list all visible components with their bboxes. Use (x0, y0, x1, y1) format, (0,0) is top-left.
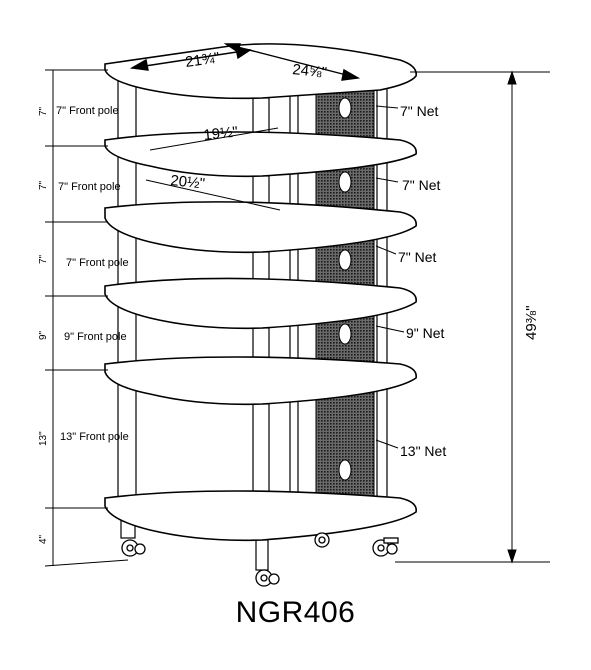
casters (121, 532, 399, 587)
left-height-dimensions (44, 69, 129, 567)
model-name: NGR406 (235, 596, 356, 629)
net-label: 9" Net (406, 325, 445, 341)
vertical-dim-label: 4" (38, 534, 49, 544)
vertical-dim-label: 7" (38, 180, 49, 190)
shelf (104, 356, 417, 406)
shelf (104, 277, 417, 330)
shelf-depth-lower-label: 20½" (170, 172, 206, 193)
leader-lines (375, 105, 405, 449)
left-front-poles (117, 77, 137, 539)
front-pole-label: 7" Front pole (58, 181, 121, 193)
front-pole-label: 7" Front pole (66, 257, 129, 269)
front-pole-label: 7" Front pole (56, 105, 119, 117)
shelf (104, 131, 417, 178)
mesh-panel (315, 389, 375, 509)
front-pole-label: 13" Front pole (60, 431, 129, 443)
vertical-dim-labels: 7" 7" 7" 9" 13" 4" (38, 106, 49, 544)
net-label: 13" Net (400, 443, 446, 459)
shelf-top (104, 43, 417, 100)
shelf-depth-upper-label: 19½" (203, 123, 239, 144)
shelves (104, 43, 417, 542)
vertical-dim-label: 7" (38, 254, 49, 264)
vertical-dim-label: 9" (38, 330, 49, 340)
diagonal-label: 24⅝" (292, 61, 328, 82)
shelf-bottom (104, 490, 417, 542)
net-labels: 7" Net 7" Net 7" Net 9" Net 13" Net (398, 103, 446, 459)
width-label: 21¾" (184, 49, 221, 71)
shelf (104, 201, 417, 254)
total-height-label: 49⅜" (523, 305, 540, 340)
total-height-dimension (395, 70, 550, 564)
net-label: 7" Net (400, 103, 439, 119)
top-dimension-arrows (129, 43, 361, 81)
dimension-text: 21¾" 24⅝" 19½" 20½" 49⅜" (170, 49, 540, 340)
front-pole-label: 9" Front pole (64, 331, 127, 343)
net-label: 7" Net (402, 177, 441, 193)
net-label: 7" Net (398, 249, 437, 265)
front-pole-labels: 7" Front pole 7" Front pole 7" Front pol… (56, 105, 129, 443)
vertical-dim-label: 7" (38, 106, 49, 116)
vertical-dim-label: 13" (38, 431, 49, 446)
depth-dimension-lines (145, 127, 281, 211)
